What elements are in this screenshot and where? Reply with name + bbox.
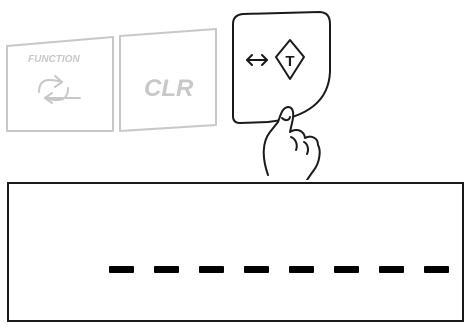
display-dash	[244, 266, 269, 273]
display-dash	[334, 266, 359, 273]
display-segments	[109, 266, 449, 273]
tare-key[interactable]: T	[233, 12, 330, 123]
display-dash	[154, 266, 179, 273]
display-dash	[379, 266, 404, 273]
display-dash	[424, 266, 449, 273]
display-dash	[289, 266, 314, 273]
keypad: FUNCTION CLR T	[0, 0, 471, 180]
display-dash	[199, 266, 224, 273]
weight-display: - - - - - - - -	[7, 182, 464, 322]
display-readout-text: - - - - - - - -	[9, 184, 10, 185]
clear-key[interactable]: CLR	[120, 29, 216, 131]
function-key[interactable]: FUNCTION	[7, 37, 113, 131]
clear-key-label: CLR	[144, 75, 194, 102]
display-dash	[109, 266, 134, 273]
function-key-label: FUNCTION	[28, 54, 80, 65]
tare-glyph: T	[285, 53, 294, 70]
